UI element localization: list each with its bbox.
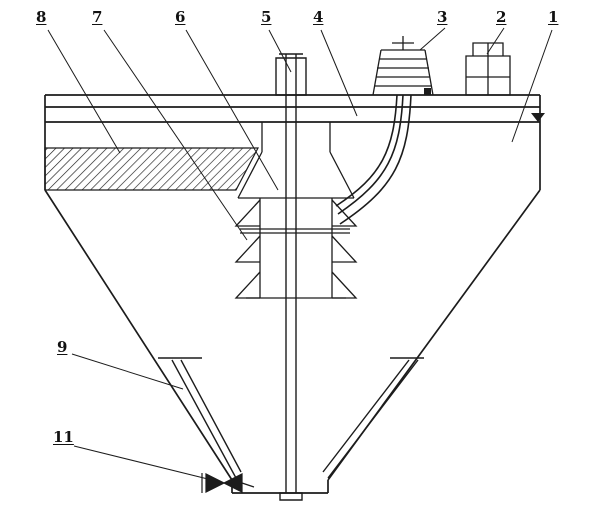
callout-label-3: 3 <box>437 8 448 26</box>
control-box <box>465 42 511 96</box>
callout-label-5: 5 <box>261 8 272 26</box>
feedwell <box>237 122 355 199</box>
discharge-valve <box>201 473 255 493</box>
callout-label-7: 7 <box>92 8 103 26</box>
callout-label-9: 9 <box>57 338 68 356</box>
callout-label-1: 1 <box>548 8 559 26</box>
callout-label-8: 8 <box>36 8 47 26</box>
callout-label-11: 11 <box>53 428 74 446</box>
callout-label-6: 6 <box>175 8 186 26</box>
drive-unit <box>372 36 434 96</box>
callout-label-4: 4 <box>313 8 324 26</box>
filter-plate-hatched <box>44 147 259 191</box>
draft-tube-baffles <box>234 198 358 299</box>
callout-label-2: 2 <box>496 8 507 26</box>
leader-lines <box>47 27 553 483</box>
agitator-shaft <box>275 53 307 501</box>
feed-pipe <box>335 94 412 225</box>
inner-cone <box>158 357 424 479</box>
rim-markers <box>424 88 545 122</box>
